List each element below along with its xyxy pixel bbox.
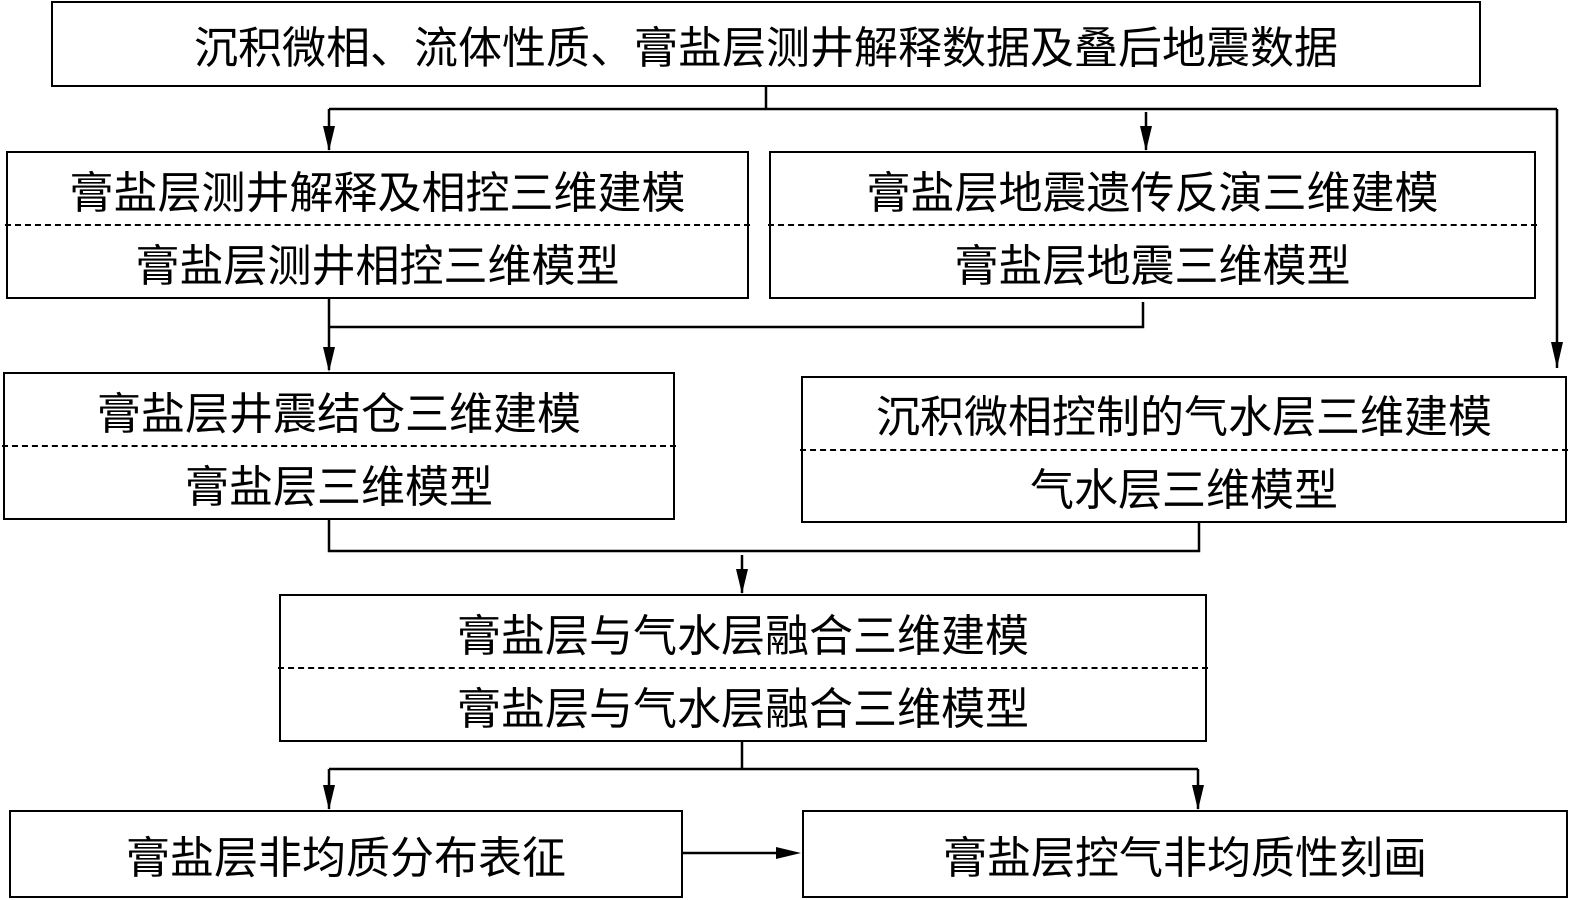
node-input-label: 沉积微相、流体性质、膏盐层测井解释数据及叠后地震数据	[194, 23, 1338, 74]
edge-seismic-modeling-down	[329, 302, 1145, 329]
node-well-seismic-modeling-process: 膏盐层井震结仓三维建模	[97, 388, 581, 440]
node-divider	[2, 445, 676, 447]
node-gas-water-modeling-result: 气水层三维模型	[1030, 464, 1338, 516]
node-divider	[5, 224, 750, 226]
arrowhead-fusion	[736, 569, 748, 594]
node-well-seismic-modeling: 膏盐层井震结仓三维建模 膏盐层三维模型	[2, 372, 676, 520]
node-well-modeling-result: 膏盐层测井相控三维模型	[135, 240, 620, 292]
node-gas-water-modeling: 沉积微相控制的气水层三维建模 气水层三维模型	[800, 376, 1568, 523]
arrowhead-well-seismic	[323, 347, 335, 372]
node-heterogeneity-characterization-label: 膏盐层非均质分布表征	[126, 833, 566, 884]
node-gas-control-characterization: 膏盐层控气非均质性刻画	[802, 810, 1568, 898]
node-well-seismic-modeling-result: 膏盐层三维模型	[185, 461, 493, 513]
node-seismic-modeling: 膏盐层地震遗传反演三维建模 膏盐层地震三维模型	[768, 151, 1537, 299]
node-fusion-modeling-result: 膏盐层与气水层融合三维模型	[457, 683, 1029, 735]
node-divider	[800, 448, 1568, 451]
node-fusion-modeling-process: 膏盐层与气水层融合三维建模	[457, 610, 1029, 662]
node-seismic-modeling-process: 膏盐层地震遗传反演三维建模	[866, 167, 1439, 219]
node-divider	[278, 667, 1208, 669]
arrowhead-heterogeneity	[323, 785, 335, 810]
arrowhead-gas-control	[1192, 785, 1204, 810]
arrowhead-seismic-modeling	[1140, 126, 1152, 151]
node-gas-control-characterization-label: 膏盐层控气非均质性刻画	[943, 833, 1427, 884]
node-input: 沉积微相、流体性质、膏盐层测井解释数据及叠后地震数据	[51, 1, 1481, 87]
node-divider	[768, 224, 1537, 226]
arrowhead-heterogeneity-to-gas-control	[776, 847, 801, 859]
arrowhead-gas-water-modeling	[1551, 342, 1563, 368]
node-gas-water-modeling-process: 沉积微相控制的气水层三维建模	[876, 392, 1492, 444]
node-heterogeneity-characterization: 膏盐层非均质分布表征	[9, 810, 683, 898]
node-well-modeling: 膏盐层测井解释及相控三维建模 膏盐层测井相控三维模型	[5, 151, 750, 299]
node-fusion-modeling: 膏盐层与气水层融合三维建模 膏盐层与气水层融合三维模型	[278, 594, 1208, 742]
edge-well-seismic-down	[327, 519, 1201, 553]
node-well-modeling-process: 膏盐层测井解释及相控三维建模	[69, 167, 686, 219]
arrowhead-well-modeling	[323, 126, 335, 151]
node-seismic-modeling-result: 膏盐层地震三维模型	[954, 240, 1351, 292]
